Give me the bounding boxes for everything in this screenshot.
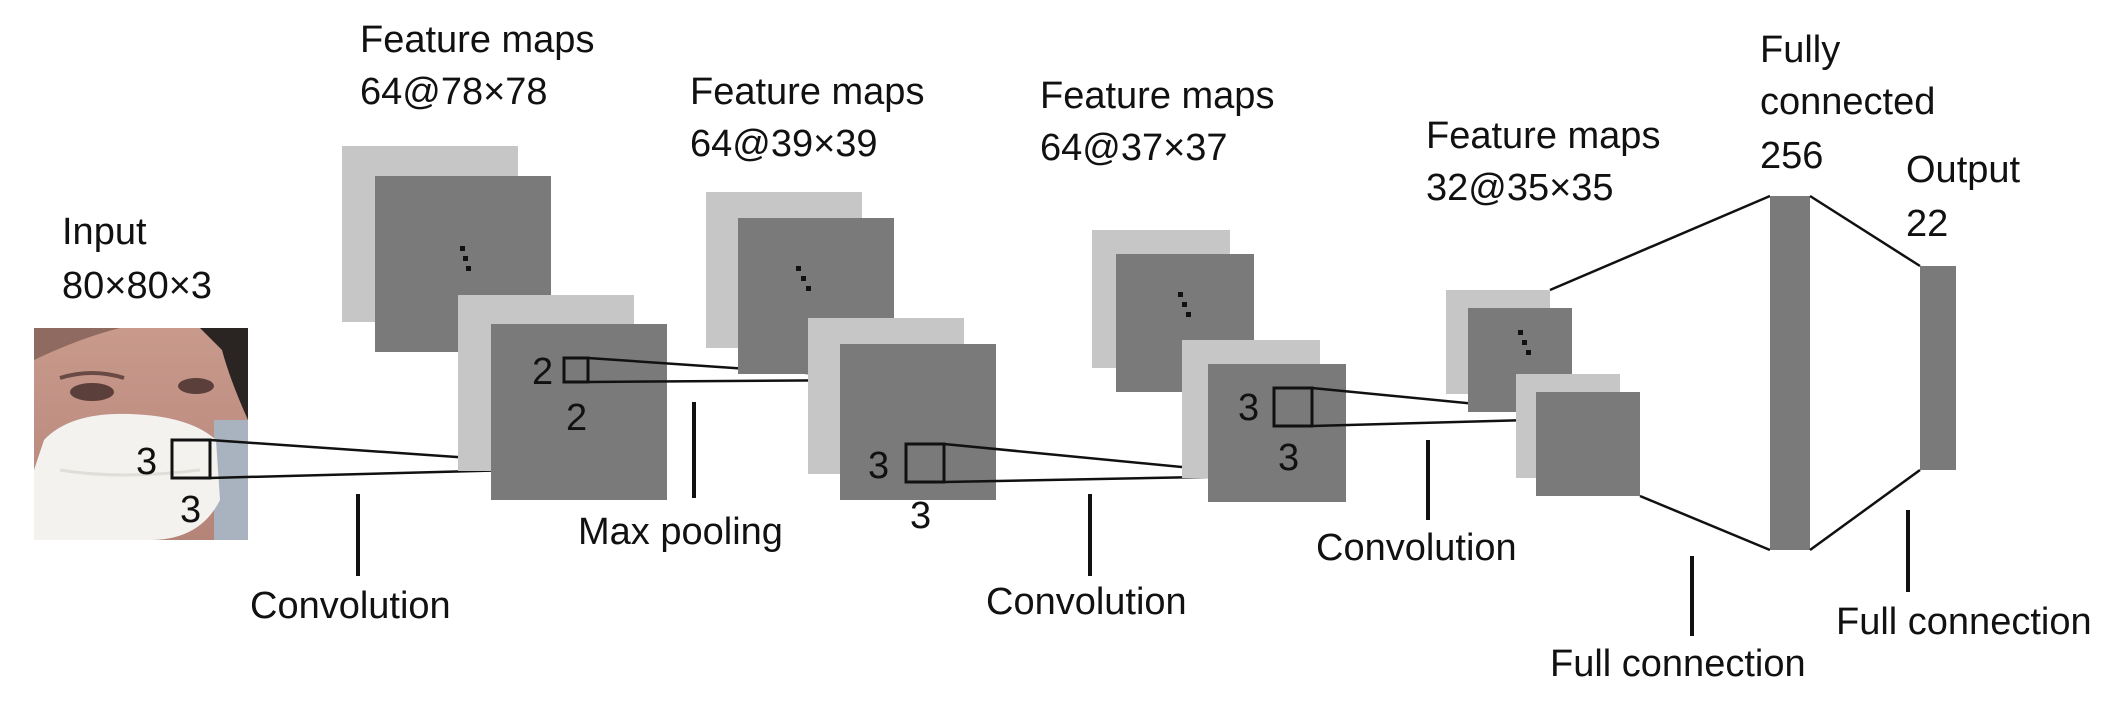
fc2-connection-top (1809, 194, 1921, 268)
layer2-kernel-height: 3 (910, 495, 931, 537)
output-bar (1920, 266, 1956, 470)
op-convolution-1: Convolution (250, 585, 451, 627)
fc-title-line2: connected (1760, 81, 1935, 123)
layer3-title: Feature maps (1040, 75, 1274, 117)
fc-title-line1: Fully (1760, 29, 1840, 71)
layer2-maps (706, 192, 996, 500)
fc-size: 256 (1760, 135, 1823, 177)
input-image (34, 328, 248, 540)
input-kernel-box (170, 438, 212, 480)
op-convolution-2: Convolution (986, 581, 1187, 623)
layer4-maps (1446, 290, 1640, 496)
output-size: 22 (1906, 203, 1948, 245)
input-kernel-width: 3 (136, 441, 157, 483)
layer4-size: 32@35×35 (1426, 167, 1614, 209)
fc2-connection-bottom (1809, 468, 1921, 552)
layer3-size: 64@37×37 (1040, 127, 1228, 169)
fully-connected-bar (1770, 196, 1810, 550)
layer2-size: 64@39×39 (690, 123, 878, 165)
layer4-title: Feature maps (1426, 115, 1660, 157)
layer3-kernel-height: 3 (1278, 437, 1299, 479)
op-convolution-3: Convolution (1316, 527, 1517, 569)
fc1-connection-top (1549, 194, 1771, 292)
input-kernel-height: 3 (180, 489, 201, 531)
layer1-title: Feature maps (360, 19, 594, 61)
fc1-connection-bottom (1639, 494, 1771, 552)
layer2-title: Feature maps (690, 71, 924, 113)
layer1-maps (342, 146, 667, 500)
layer1-size: 64@78×78 (360, 71, 548, 113)
layer3-maps (1092, 230, 1346, 502)
layer1-kernel-width: 2 (532, 351, 553, 393)
output-title: Output (1906, 149, 2021, 191)
op-full-connection-1: Full connection (1550, 643, 1806, 685)
layer3-kernel-box (1272, 386, 1314, 428)
layer2-kernel-width: 3 (868, 445, 889, 487)
layer2-kernel-box (904, 442, 946, 484)
layer3-kernel-width: 3 (1238, 387, 1259, 429)
op-max-pooling: Max pooling (578, 511, 783, 553)
input-size: 80×80×3 (62, 265, 212, 307)
layer1-kernel-height: 2 (566, 397, 587, 439)
layer1-kernel-box (562, 356, 590, 384)
input-title: Input (62, 211, 147, 253)
op-full-connection-2: Full connection (1836, 601, 2092, 643)
